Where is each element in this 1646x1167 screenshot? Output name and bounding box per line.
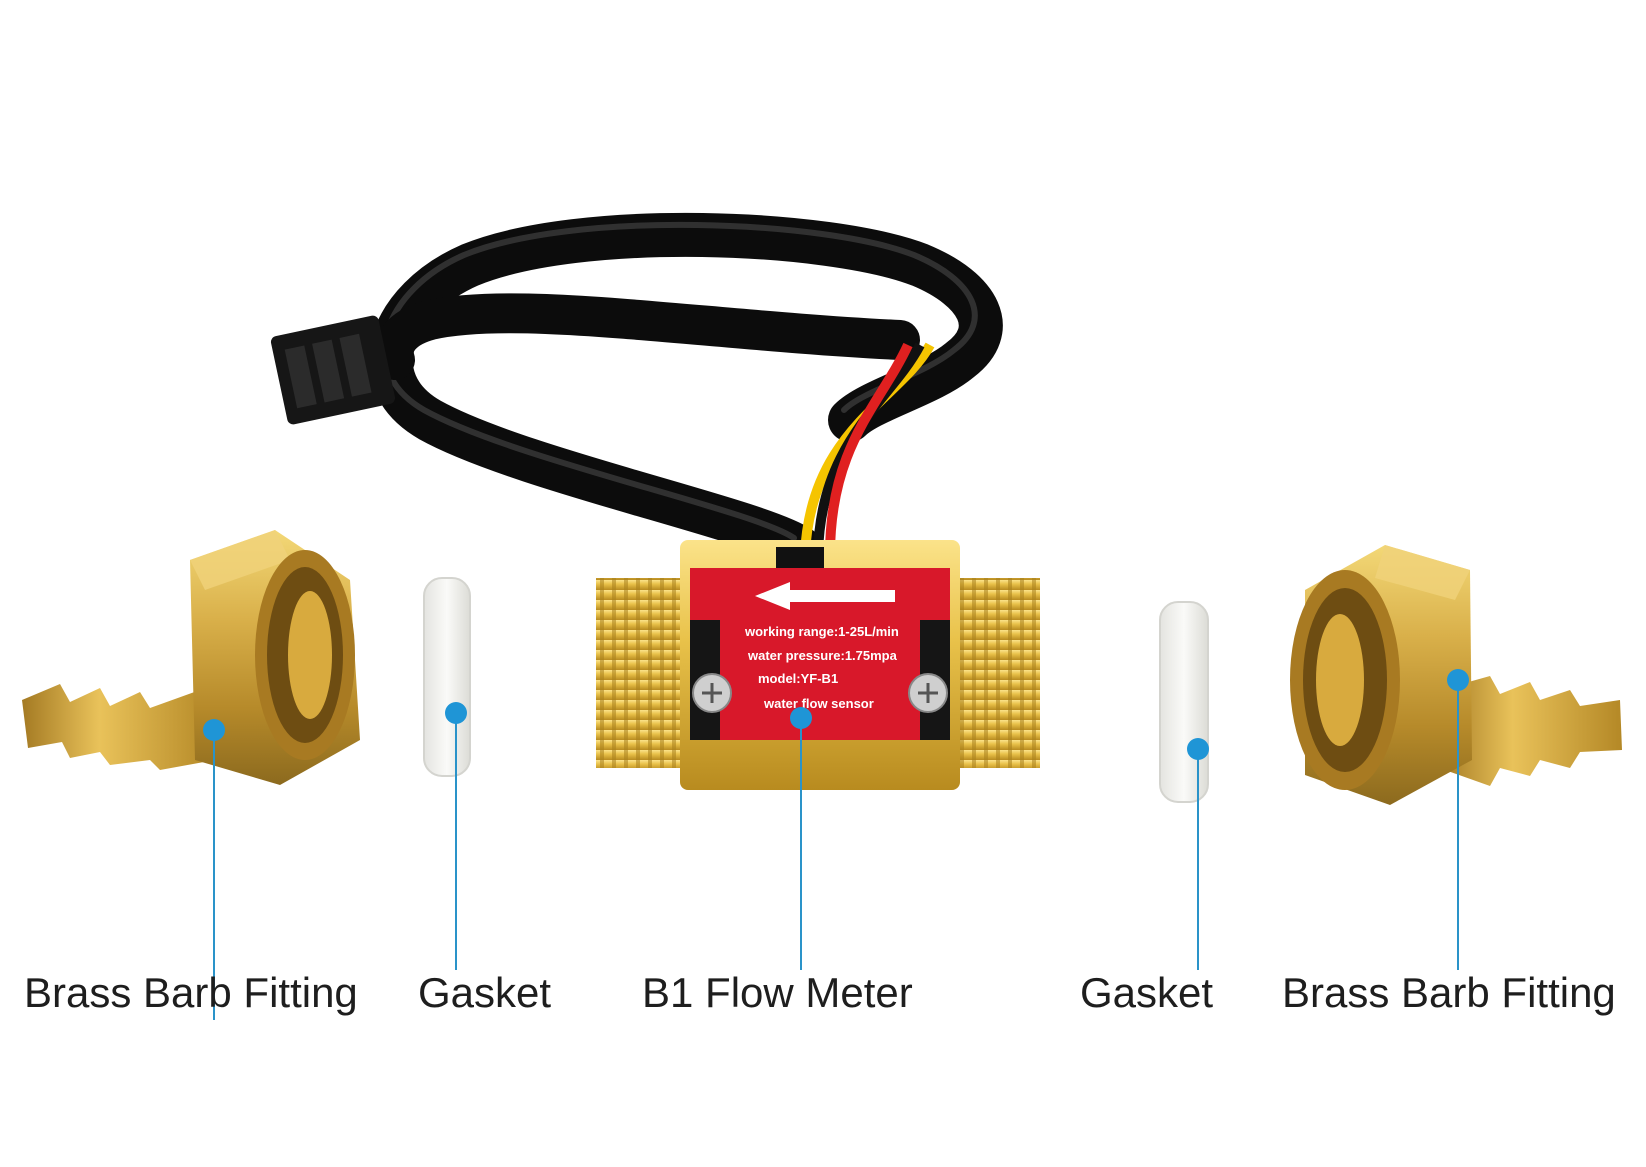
sensor-plate-line2: water pressure:1.75mpa xyxy=(747,648,898,663)
connector-plug xyxy=(270,315,396,425)
callout-dot-left-gasket xyxy=(445,702,467,724)
sensor-plate-line4: water flow sensor xyxy=(763,696,874,711)
sensor-cable xyxy=(368,212,1003,570)
callout-dot-left-fitting xyxy=(203,719,225,741)
label-flow-meter: B1 Flow Meter xyxy=(642,969,913,1016)
callout-dot-right-fitting xyxy=(1447,669,1469,691)
left-gasket xyxy=(423,577,471,777)
callout-dot-flow-meter xyxy=(790,707,812,729)
label-left-gasket: Gasket xyxy=(418,969,552,1016)
sensor-wires xyxy=(800,342,935,556)
label-right-gasket: Gasket xyxy=(1080,969,1214,1016)
b1-flow-meter: working range:1-25L/min water pressure:1… xyxy=(596,540,1040,790)
label-left-fitting: Brass Barb Fitting xyxy=(24,969,358,1016)
callout-dot-right-gasket xyxy=(1187,738,1209,760)
right-brass-barb-fitting xyxy=(1290,545,1622,805)
sensor-plate-line1: working range:1-25L/min xyxy=(744,624,899,639)
callout-pointers xyxy=(203,669,1469,1020)
label-right-fitting: Brass Barb Fitting xyxy=(1282,969,1616,1016)
sensor-plate-line3: model:YF-B1 xyxy=(758,671,838,686)
left-brass-barb-fitting xyxy=(22,530,360,785)
right-gasket xyxy=(1159,601,1209,803)
